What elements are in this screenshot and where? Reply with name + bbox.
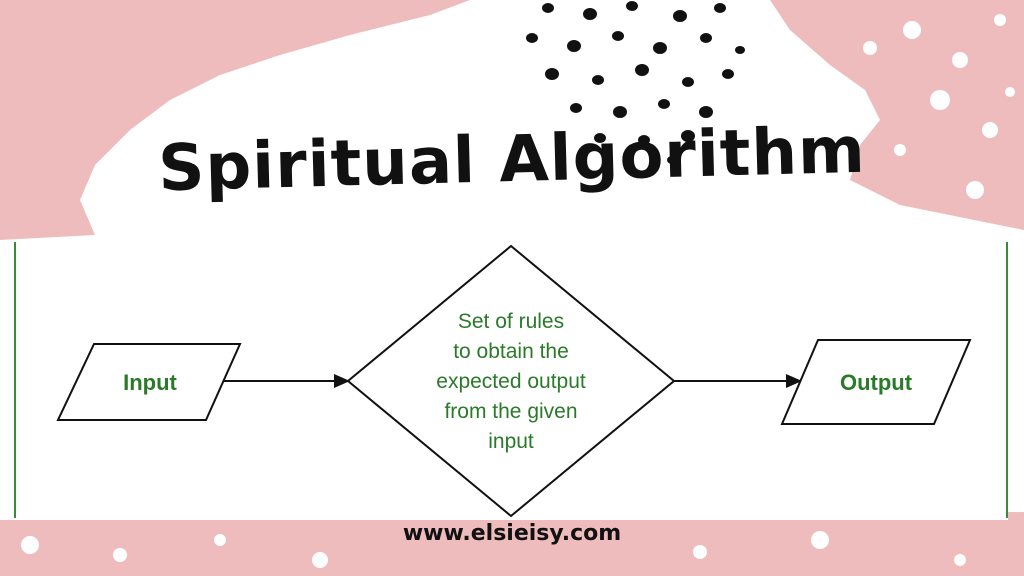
- ink-dot: [542, 3, 554, 13]
- rules-line: input: [488, 430, 534, 453]
- rules-diamond-text: Set of rules to obtain the expected outp…: [436, 310, 586, 453]
- splash-dot: [994, 14, 1006, 26]
- white-splashes: [21, 14, 1015, 568]
- splash-dot: [312, 552, 328, 568]
- splash-dot: [966, 181, 984, 199]
- splash-dot: [982, 122, 998, 138]
- pink-shape-top-left: [0, 0, 470, 240]
- black-dot-pattern: [526, 1, 745, 166]
- ink-dot: [699, 106, 713, 118]
- ink-dot: [735, 46, 745, 54]
- output-node-shape: [780, 339, 972, 425]
- rules-line: expected output: [436, 370, 586, 393]
- splash-dot: [930, 90, 950, 110]
- pink-shape-bottom: [0, 512, 1024, 576]
- splash-dot: [1005, 87, 1015, 97]
- splash-dot: [894, 144, 906, 156]
- ink-dot: [673, 10, 687, 22]
- ink-dot: [653, 42, 667, 54]
- ink-dot: [545, 68, 559, 80]
- ink-dot: [635, 64, 649, 76]
- ink-dot: [570, 103, 582, 113]
- arrowhead-icon: [786, 374, 802, 388]
- output-node-label: Output: [840, 370, 913, 395]
- ink-dot: [613, 106, 627, 118]
- ink-dot: [583, 8, 597, 20]
- ink-dot: [567, 40, 581, 52]
- ink-dot: [722, 69, 734, 79]
- input-node-label: Input: [123, 370, 177, 395]
- splash-dot: [214, 534, 226, 546]
- splash-dot: [811, 531, 829, 549]
- rules-line: to obtain the: [453, 340, 569, 363]
- ink-dot: [682, 77, 694, 87]
- splash-dot: [952, 52, 968, 68]
- splash-dot: [873, 198, 887, 212]
- ink-dot: [626, 1, 638, 11]
- splash-dot: [903, 21, 921, 39]
- splash-dot: [863, 41, 877, 55]
- ink-dot: [714, 3, 726, 13]
- splash-dot: [21, 536, 39, 554]
- ink-dot: [667, 156, 677, 164]
- ink-dot: [592, 75, 604, 85]
- ink-dot: [612, 31, 624, 41]
- splash-dot: [954, 554, 966, 566]
- input-node-shape: [56, 343, 242, 421]
- arrowhead-icon: [334, 374, 350, 388]
- rules-diamond-shape: [346, 244, 676, 518]
- ink-dot: [638, 135, 650, 145]
- ink-dot: [700, 33, 712, 43]
- splash-dot: [693, 545, 707, 559]
- ink-dot: [526, 33, 538, 43]
- ink-dot: [594, 133, 606, 143]
- ink-dot: [658, 99, 670, 109]
- website-url: www.elsieisy.com: [402, 521, 622, 546]
- rules-line: Set of rules: [458, 310, 564, 333]
- ink-dot: [623, 158, 633, 166]
- ink-dot: [681, 130, 695, 142]
- splash-dot: [113, 548, 127, 562]
- rules-line: from the given: [444, 400, 577, 423]
